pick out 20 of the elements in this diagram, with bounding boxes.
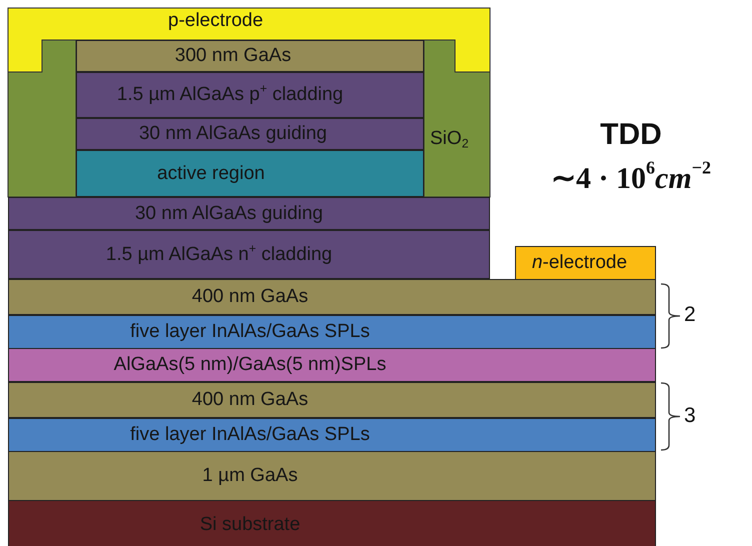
material-layer: 300 nm GaAs [76,40,424,72]
material-layer: Si substrate [8,500,656,546]
material-layer: five layer InAlAs/GaAs SPLs [8,315,656,349]
group-number: 2 [684,303,696,327]
layer-label: SiO$_{2}$ [430,128,469,151]
material-layer: 30 nm AlGaAs guiding [76,118,424,150]
material-layer: 1 µm GaAs [8,451,656,501]
material-layer: 1.5 µm AlGaAs p$^{+}$ cladding [76,72,424,118]
material-layer: active region [76,150,424,197]
material-layer: five layer InAlAs/GaAs SPLs [8,418,656,452]
material-layer: AlGaAs(5 nm)/GaAs(5 nm)SPLs [8,348,656,382]
electrode-layer: n-electrode [515,246,656,280]
material-layer: 1.5 µm AlGaAs n$^{+}$ cladding [8,230,490,279]
defect-density-value: ∼4 · 10$^{6}$cm$^{−2}$ [550,160,712,196]
defect-density-title: TDD [599,118,663,152]
material-layer: 400 nm GaAs [8,382,656,418]
material-layer: 400 nm GaAs [8,279,656,315]
material-layer: 30 nm AlGaAs guiding [8,197,490,230]
layer-label: p-electrode [168,10,264,32]
group-number: 3 [684,404,696,428]
